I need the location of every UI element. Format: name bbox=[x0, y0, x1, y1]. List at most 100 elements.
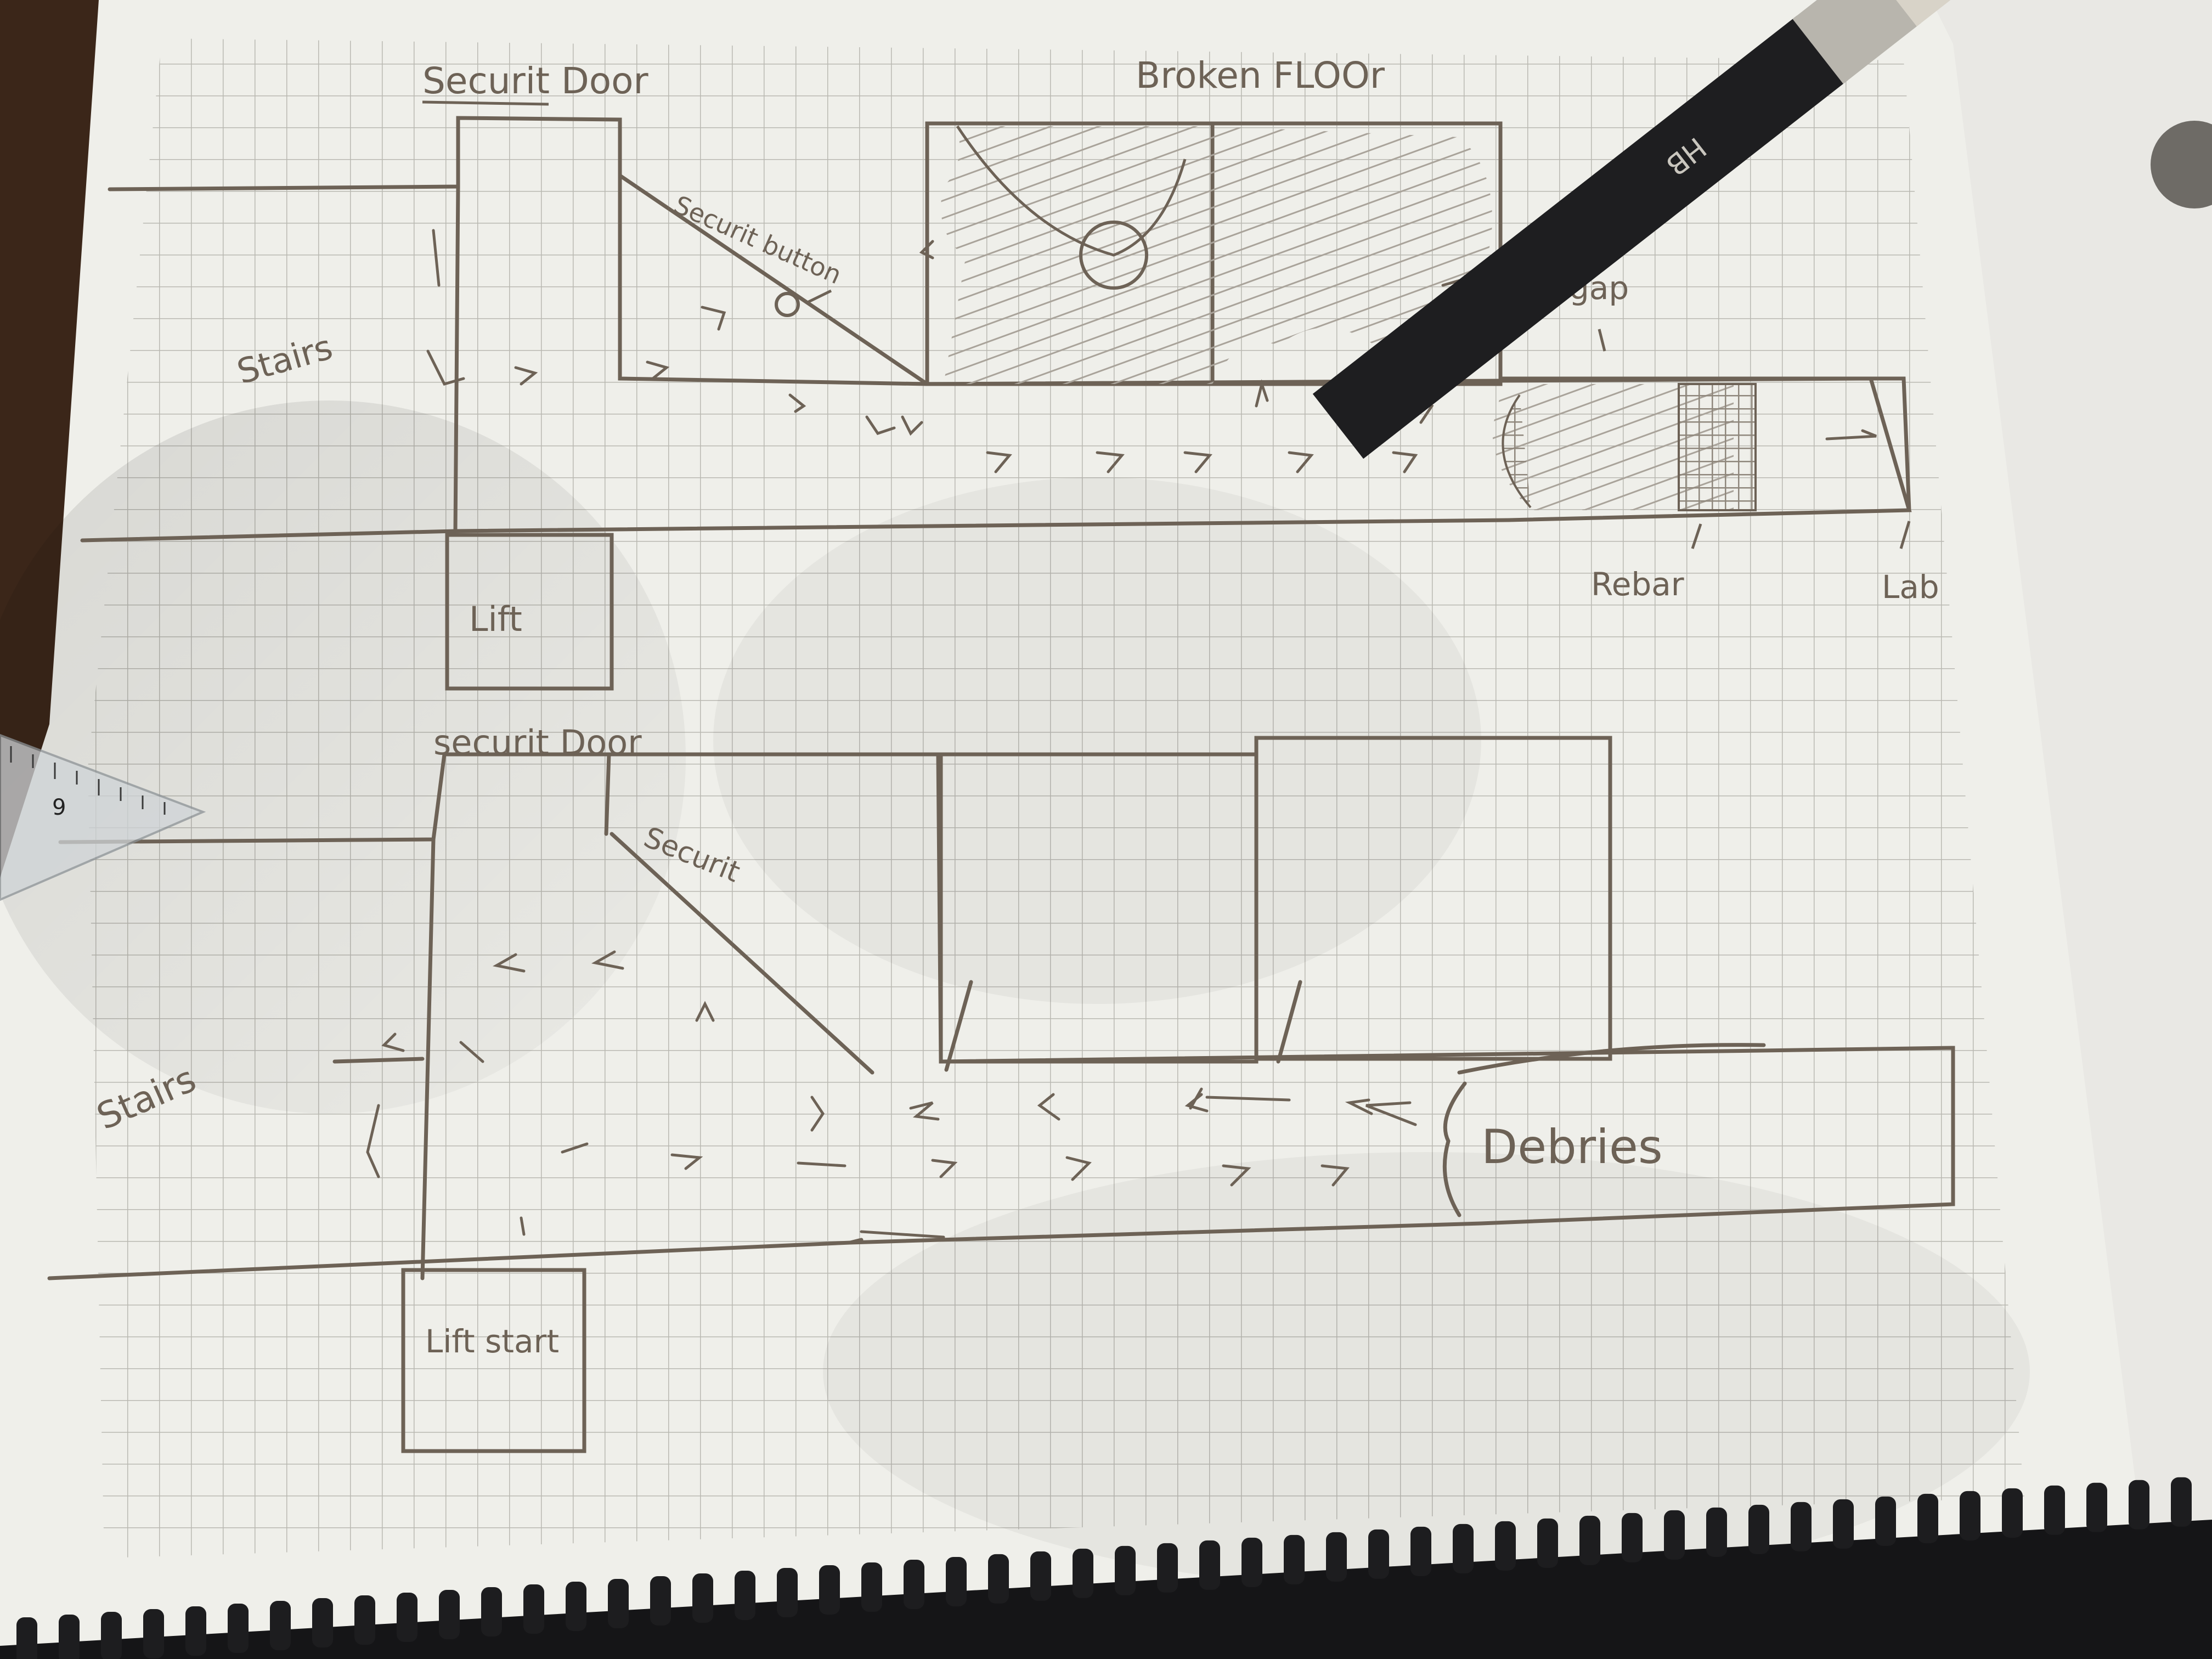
spiral-ring bbox=[185, 1606, 206, 1656]
spiral-ring bbox=[2171, 1477, 2192, 1527]
pencil-ferrule bbox=[1792, 0, 1921, 84]
spiral-ring bbox=[1917, 1493, 1938, 1543]
spiral-ring bbox=[1960, 1491, 1980, 1541]
spiral-ring bbox=[608, 1578, 629, 1628]
shadow-left bbox=[0, 400, 686, 1114]
spiral-ring bbox=[1706, 1507, 1727, 1557]
spiral-ring bbox=[819, 1565, 840, 1615]
spiral-ring bbox=[1579, 1515, 1600, 1565]
lift-start-room bbox=[401, 1268, 586, 1453]
lower-floor-plan bbox=[47, 736, 1955, 1453]
gap-annex-outline bbox=[1498, 376, 1911, 512]
spiral-ring bbox=[2044, 1485, 2065, 1535]
gap-left-rebar bbox=[1502, 394, 1532, 509]
spiral-ring bbox=[523, 1584, 544, 1634]
shadow-bottom bbox=[823, 1152, 2030, 1591]
lower-security-door-label: securit Door bbox=[433, 723, 642, 763]
spiral-ring bbox=[354, 1595, 375, 1645]
spiral-ring bbox=[1495, 1521, 1516, 1571]
broken-floor-hole bbox=[1079, 221, 1148, 290]
pencil-body bbox=[1312, 15, 1848, 459]
security-button-pointer bbox=[805, 289, 832, 304]
lab-pointer bbox=[1899, 521, 1911, 549]
spiral-ring bbox=[397, 1593, 417, 1643]
lamp-object bbox=[2151, 121, 2212, 208]
lab-label: Lab bbox=[1882, 568, 1939, 606]
spiral-ring bbox=[1791, 1502, 1812, 1551]
spiral-ring bbox=[16, 1617, 37, 1659]
lower-stairs-wall bbox=[332, 1057, 425, 1064]
upper-lift-label: Lift bbox=[469, 599, 522, 639]
upper-lift-room bbox=[445, 533, 614, 691]
spiral-ring bbox=[1748, 1504, 1769, 1554]
upper-floor-plan bbox=[80, 116, 1912, 691]
pencil: HB bbox=[1312, 0, 1956, 459]
spiral-ring bbox=[1664, 1510, 1685, 1560]
spiral-ring bbox=[861, 1562, 882, 1612]
spiral-ring bbox=[1622, 1513, 1643, 1562]
spiral-ring bbox=[101, 1612, 122, 1659]
lift-start-label: Lift start bbox=[425, 1323, 559, 1360]
upper-shaft-left-wall bbox=[453, 184, 460, 533]
spiral-ring bbox=[988, 1554, 1009, 1604]
lower-security-diagonal bbox=[610, 832, 874, 1075]
lower-room-b bbox=[1254, 736, 1612, 1061]
spiral-ring bbox=[1453, 1523, 1474, 1573]
spiral-ring bbox=[692, 1573, 713, 1623]
lower-shaft-divider bbox=[604, 752, 611, 836]
spiral-binding bbox=[0, 1477, 2212, 1659]
notebook-cover-edge bbox=[0, 1520, 2212, 1659]
spiral-ring bbox=[777, 1567, 798, 1617]
security-button-marker bbox=[775, 292, 800, 317]
upper-route-arrows bbox=[426, 229, 1877, 473]
spiral-ring bbox=[1030, 1551, 1051, 1601]
spiral-ring bbox=[1284, 1534, 1305, 1584]
upper-security-door-label: Securit Door bbox=[422, 60, 649, 102]
gap-pointer bbox=[1598, 329, 1606, 352]
spiral-ring bbox=[1833, 1499, 1854, 1549]
spiral-ring bbox=[312, 1598, 333, 1648]
spiral-ring bbox=[270, 1601, 291, 1651]
spiral-ring bbox=[228, 1604, 249, 1654]
spiral-ring bbox=[59, 1615, 80, 1659]
pencil-eraser bbox=[1866, 0, 1956, 27]
broken-floor-shading bbox=[927, 126, 1492, 384]
spiral-ring bbox=[1242, 1537, 1262, 1587]
spiral-ring bbox=[650, 1576, 671, 1626]
spiral-ring bbox=[143, 1609, 164, 1659]
ruler: 9 bbox=[0, 733, 206, 901]
broken-floor-crack bbox=[956, 125, 1187, 257]
spiral-ring bbox=[1157, 1543, 1178, 1593]
lower-room-b-door bbox=[1276, 980, 1302, 1064]
security-door-underline bbox=[422, 100, 549, 106]
upper-security-diagonal bbox=[618, 173, 929, 386]
spiral-ring bbox=[566, 1581, 586, 1631]
spiral-ring bbox=[439, 1590, 460, 1639]
ruler-number: 9 bbox=[52, 795, 66, 820]
shadow-middle bbox=[713, 477, 1481, 1004]
spiral-ring bbox=[1115, 1545, 1136, 1595]
spiral-ring bbox=[481, 1587, 502, 1637]
rebar-label: Rebar bbox=[1591, 566, 1684, 603]
debries-label: Debries bbox=[1481, 1120, 1663, 1175]
spiral-ring bbox=[1326, 1532, 1347, 1582]
spiral-ring bbox=[1875, 1496, 1896, 1546]
spiral-ring bbox=[2086, 1482, 2107, 1532]
spiral-ring bbox=[1537, 1518, 1558, 1568]
debries-pile bbox=[1442, 1043, 1766, 1217]
spiral-ring bbox=[1368, 1529, 1389, 1579]
gap-shading bbox=[1492, 384, 1734, 510]
spiral-ring bbox=[1410, 1526, 1431, 1576]
rebar-pointer bbox=[1691, 523, 1702, 549]
lower-floor-break bbox=[848, 1238, 864, 1245]
spiral-ring bbox=[904, 1559, 924, 1609]
lower-route-arrows bbox=[366, 950, 1417, 1239]
spiral-ring bbox=[2129, 1480, 2149, 1530]
rebar-grid bbox=[1678, 383, 1757, 511]
spiral-ring bbox=[2002, 1488, 2023, 1538]
lower-shaft-left-wall bbox=[420, 837, 436, 1280]
broken-floor-label: Broken FLOOr bbox=[1136, 54, 1385, 97]
spiral-ring bbox=[946, 1556, 967, 1606]
spiral-ring bbox=[1199, 1540, 1220, 1590]
